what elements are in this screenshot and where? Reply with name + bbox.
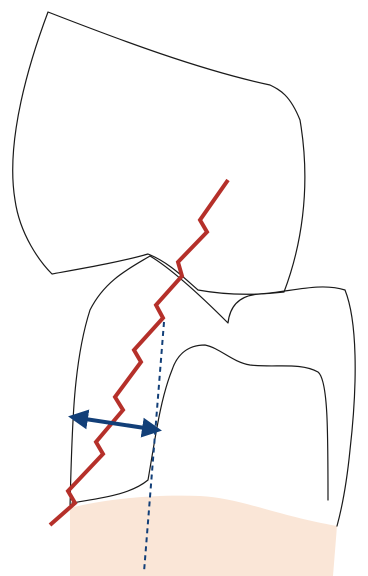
fracture-line [50, 180, 228, 525]
lower-tooth-outline [70, 256, 355, 526]
gum-tissue-band [70, 496, 337, 576]
upper-tooth-outline [13, 12, 305, 294]
